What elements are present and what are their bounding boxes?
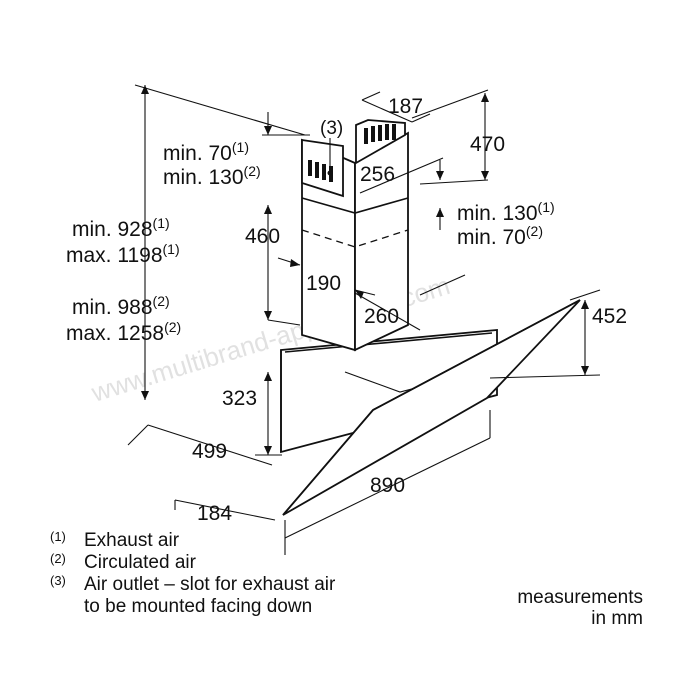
dim-top-depth: 187 — [388, 95, 423, 118]
units-note-line2: in mm — [591, 608, 643, 629]
hood-lower-body — [280, 329, 498, 454]
chimney — [301, 119, 409, 352]
dim-chimney-lower: 460 — [245, 225, 280, 248]
legend-marker-3: (3) — [50, 573, 66, 588]
dimension-lines — [127, 84, 601, 555]
legend: (1) Exhaust air (2) Circulated air (3) A… — [50, 529, 336, 617]
glass-canopy — [282, 299, 581, 516]
callout-label: (3) — [320, 118, 343, 139]
units-note-line1: measurements — [517, 587, 643, 608]
clearance-top-line2: min. 130(2) — [163, 163, 261, 189]
dim-chimney-width: 256 — [360, 163, 395, 186]
air-outlet-slot-right — [364, 124, 396, 144]
dim-body-depth: 499 — [192, 440, 227, 463]
dim-chimney-height: 470 — [470, 133, 505, 156]
dim-chimney-depth: 260 — [364, 305, 399, 328]
clearance-right-line1: min. 130(1) — [457, 199, 555, 225]
dim-total-width: 890 — [370, 474, 405, 497]
height-exhaust-max: max. 1198(1) — [66, 241, 180, 267]
arrowheads — [141, 85, 589, 455]
dim-body-height: 323 — [222, 387, 257, 410]
dim-chimney-inner-width: 190 — [306, 272, 341, 295]
clearance-right-line2: min. 70(2) — [457, 223, 543, 249]
legend-text-4: to be mounted facing down — [84, 596, 312, 617]
legend-marker-2: (2) — [50, 551, 66, 566]
legend-text-1: Exhaust air — [84, 530, 180, 551]
legend-marker-1: (1) — [50, 529, 66, 544]
clearance-top-line1: min. 70(1) — [163, 139, 249, 165]
height-circulated-min: min. 988(2) — [72, 293, 170, 319]
legend-text-2: Circulated air — [84, 552, 197, 573]
dim-glass-depth: 184 — [197, 502, 232, 525]
height-circulated-max: max. 1258(2) — [66, 319, 181, 345]
dim-canopy-height: 452 — [592, 305, 627, 328]
height-exhaust-min: min. 928(1) — [72, 215, 170, 241]
legend-text-3: Air outlet – slot for exhaust air — [84, 574, 336, 595]
